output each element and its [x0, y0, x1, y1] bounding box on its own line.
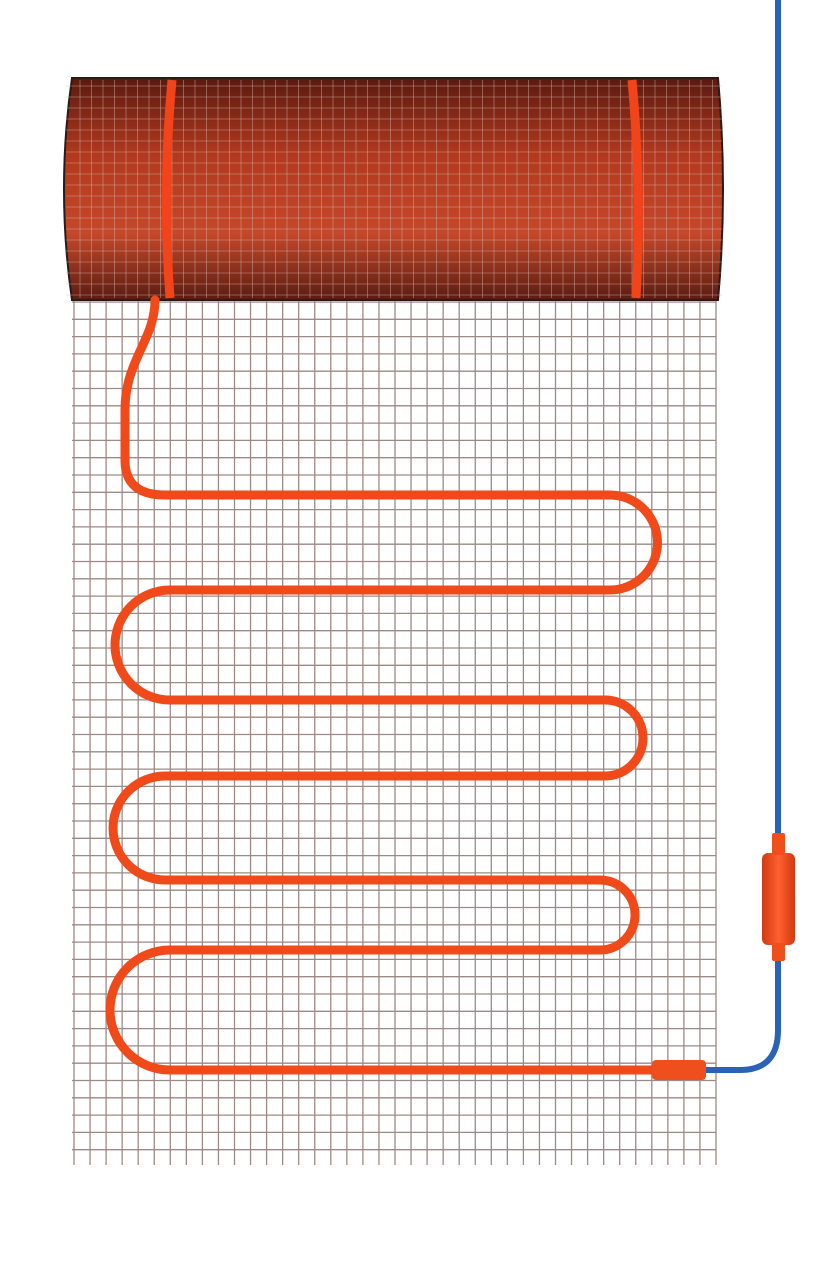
connector-sleeve: [652, 1060, 706, 1080]
power-lead: [705, 0, 781, 1073]
connector-sleeve: [762, 853, 795, 945]
connector-cap: [772, 943, 785, 961]
roll-band: [627, 79, 643, 299]
connector-cap: [772, 833, 785, 855]
roll-body: [63, 77, 724, 301]
mesh-grid: [72, 298, 717, 1165]
mat-roll: [63, 77, 724, 301]
roll-band: [161, 79, 177, 299]
heating-cable: [105, 295, 665, 1075]
